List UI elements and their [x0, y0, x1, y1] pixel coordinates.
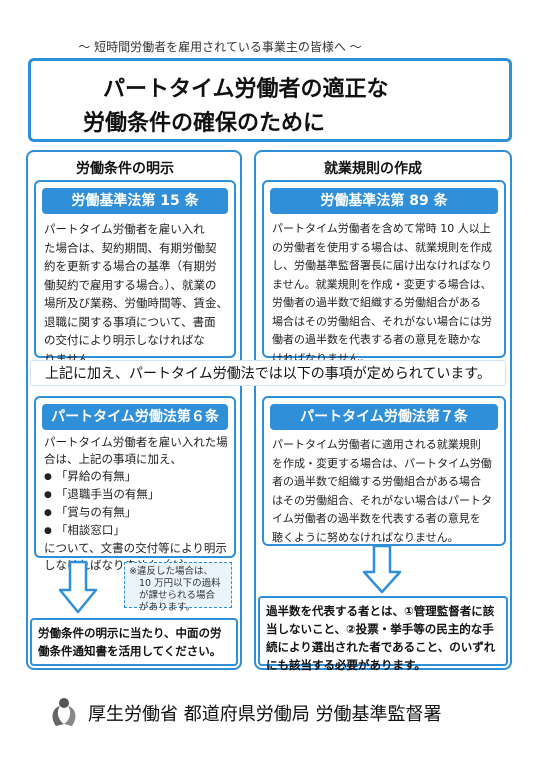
left-bottom-box: 労働条件の明示に当たり、中面の労 働条件通知書を活用してください。 [30, 618, 238, 666]
text-line: ません。就業規則を作成・変更する場合は、 [272, 277, 492, 291]
left-column: 労働条件の明示 労働基準法第 15 条 パートタイム労働者を雇い入れ た場合は、… [26, 150, 242, 670]
bullet-list: 「昇給の有無」 「退職手当の有無」 「賞与の有無」 「相談窓口」 [44, 468, 228, 540]
text-line: パートタイム労働者を雇い入れ [44, 222, 205, 236]
text-line: 者の過半数で組織する労働組合がある場合 [272, 475, 481, 488]
footer-text: 厚生労働省 都道府県労働局 労働基準監督署 [88, 704, 442, 725]
left-panel-part-time-6: パートタイム労働法第６条 パートタイム労働者を雇い入れた場 合は、上記の事項に加… [34, 396, 236, 572]
text-line: パートタイム労働者を含めて常時 10 人以上 [272, 222, 491, 235]
left-column-heading: 労働条件の明示 [76, 161, 174, 177]
right-panel-labor-standards-89: 労働基準法第 89 条 パートタイム労働者を含めて常時 10 人以上 の労働者を… [262, 180, 506, 365]
left-panel1-banner: 労働基準法第 15 条 [42, 188, 228, 214]
footer: 厚生労働省 都道府県労働局 労働基準監督署 [48, 694, 518, 728]
note-line: 10 万円以下の過料 [139, 578, 221, 589]
box-line: 労働条件の明示に当たり、中面の労 [38, 626, 222, 640]
bullet-item: 「賞与の有無」 [44, 504, 228, 522]
bullet-item: 「相談窓口」 [44, 522, 228, 540]
penalty-note: ※違反した場合は、 10 万円以下の過料 が課せられる場合 があります。 [124, 562, 232, 613]
text-line: 労働者の過半数で組織する労働組合がある [272, 296, 481, 309]
right-column: 就業規則の作成 労働基準法第 89 条 パートタイム労働者を含めて常時 10 人… [254, 150, 512, 670]
box-line: 過半数を代表する者とは、①管理監督者に該 [266, 604, 495, 618]
text-line: の交付により明示しなければな [44, 333, 205, 347]
title-line-2: 労働条件の確保のために [83, 111, 326, 136]
text-line: 働契約で雇用する場合。）、就業の [44, 277, 217, 292]
bullet-item: 「昇給の有無」 [44, 468, 228, 486]
text-line: 場合はその労働組合、それがない場合には労 [272, 314, 492, 328]
text-line: 働者の過半数を代表する者の意見を聴かな [272, 333, 481, 346]
text-line: イム労働者の過半数を代表する者の意見を [272, 512, 481, 525]
text-line: の労働者を使用する場合は、就業規則を作成 [272, 240, 492, 254]
bullet-item: 「退職手当の有無」 [44, 486, 228, 504]
right-panel2-text: パートタイム労働者に適用される就業規則 を作成・変更する場合は、パートタイム労働… [272, 436, 498, 547]
down-arrow-icon [58, 560, 98, 614]
text-line: 場所及び業務、労働時間等、賃金、 [44, 296, 228, 310]
left-panel2-banner: パートタイム労働法第６条 [42, 404, 228, 430]
right-panel2-banner: パートタイム労働法第７条 [270, 404, 498, 430]
right-panel-part-time-7: パートタイム労働法第７条 パートタイム労働者に適用される就業規則 を作成・変更す… [262, 396, 506, 546]
box-line: にも該当する必要があります。 [266, 658, 426, 672]
down-arrow-icon [362, 544, 402, 594]
box-line: 続により選出された者であること、のいずれ [266, 640, 496, 654]
text-line: 合は、上記の事項に加え、 [44, 452, 182, 466]
title-line-1: パートタイム労働者の適正な [103, 77, 389, 102]
right-panel1-banner: 労働基準法第 89 条 [270, 188, 498, 214]
text-line: 退職に関する事項について、書面 [44, 314, 216, 329]
text-line: 約を更新する場合の基準（有期労 [44, 259, 217, 273]
left-panel2-text: パートタイム労働者を雇い入れた場 合は、上記の事項に加え、 「昇給の有無」 「退… [44, 434, 228, 574]
text-line: パートタイム労働者を雇い入れた場 [44, 435, 228, 449]
note-line: があります。 [139, 602, 196, 613]
right-panel1-text: パートタイム労働者を含めて常時 10 人以上 の労働者を使用する場合は、就業規則… [272, 220, 498, 368]
middle-banner: 上記に加え、パートタイム労働法では以下の事項が定められています。 [30, 360, 506, 386]
ministry-logo-icon [52, 698, 76, 726]
note-line: が課せられる場合 [139, 590, 216, 601]
text-line: た場合は、契約期間、有期労働契 [44, 240, 217, 255]
box-line: 働条件通知書を活用してください。 [38, 644, 222, 658]
box-line: 当しないこと、②投票・挙手等の民主的な手 [266, 622, 494, 636]
text-line: はその労働組合、それがない場合はパートタ [272, 493, 492, 507]
title-box: パートタイム労働者の適正な 労働条件の確保のために [28, 58, 512, 142]
text-line: パートタイム労働者に適用される就業規則 [272, 438, 481, 451]
right-column-heading: 就業規則の作成 [324, 161, 422, 177]
right-bottom-box: 過半数を代表する者とは、①管理監督者に該 当しないこと、②投票・挙手等の民主的な… [258, 596, 508, 672]
page-subtitle: 〜 短時間労働者を雇用されている事業主の皆様へ 〜 [78, 40, 362, 54]
note-line: ※違反した場合は、 [129, 566, 213, 577]
text-line: を作成・変更する場合は、パートタイム労働 [272, 456, 492, 470]
left-panel-labor-standards-15: 労働基準法第 15 条 パートタイム労働者を雇い入れ た場合は、契約期間、有期労… [34, 180, 236, 366]
text-line: し、労働基準監督署長に届け出なければなり [272, 259, 492, 272]
text-line: 聴くように努めなければなりません。 [272, 530, 459, 544]
text-line: について、文書の交付等により明示 [44, 541, 227, 555]
left-panel1-text: パートタイム労働者を雇い入れ た場合は、契約期間、有期労働契 約を更新する場合の… [44, 220, 228, 368]
